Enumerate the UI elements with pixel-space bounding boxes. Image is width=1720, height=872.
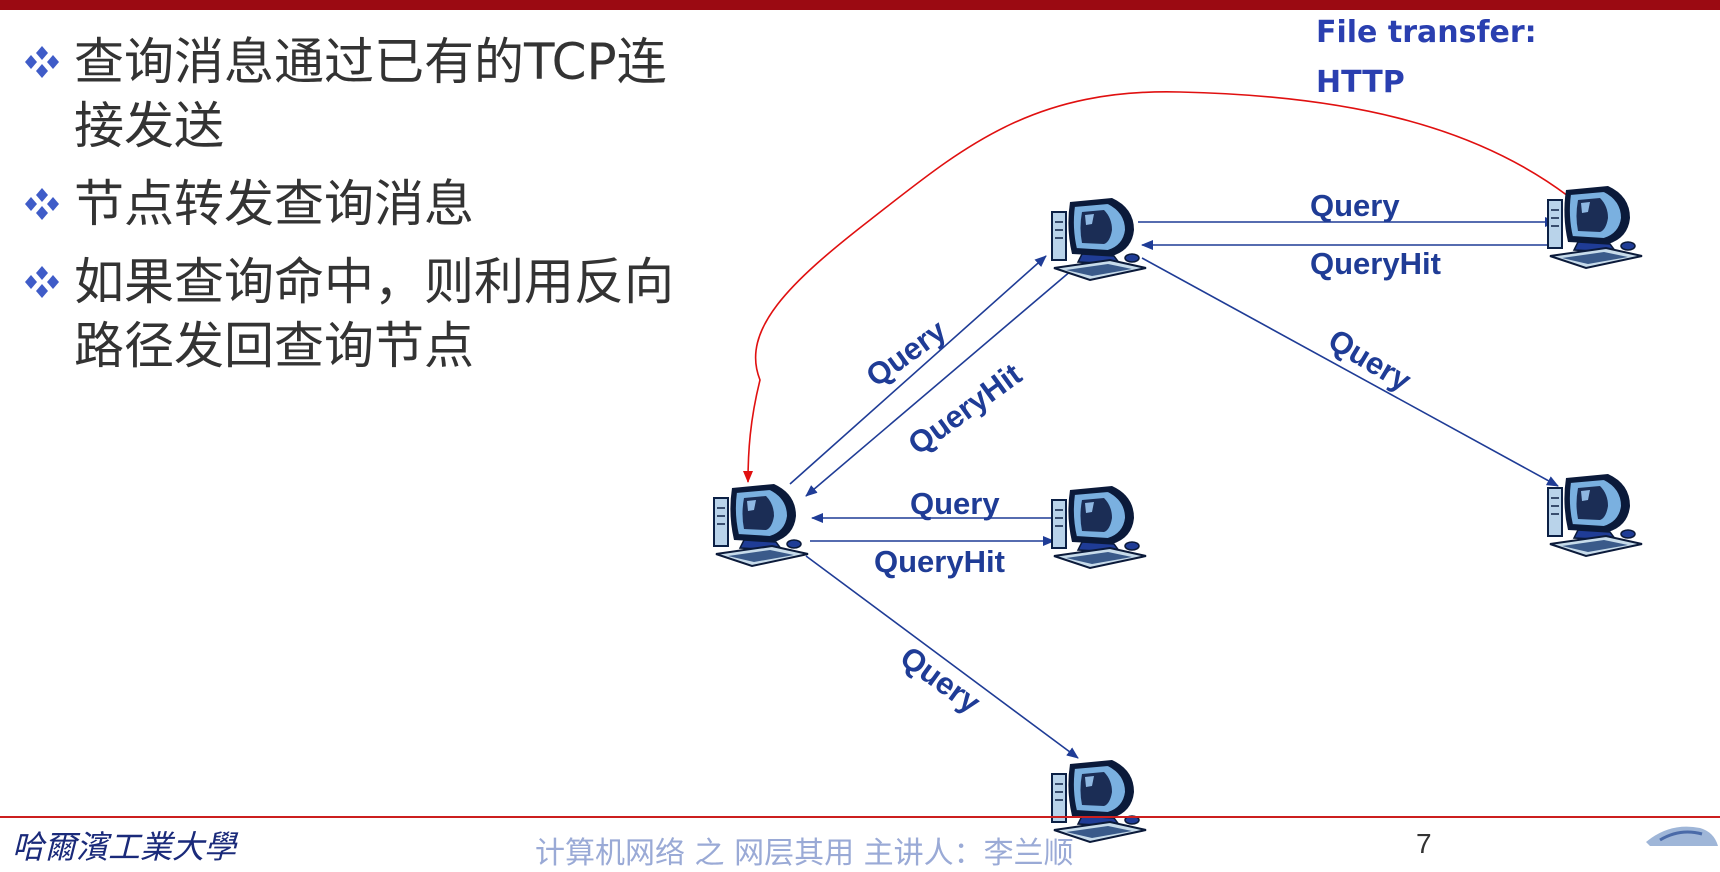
- bullet-item: 如果查询命中，则利用反向 路径发回查询节点: [22, 250, 722, 378]
- file-transfer-arrow: [743, 91, 1569, 483]
- label-mid-query: Query: [910, 486, 1000, 521]
- title-bar: [0, 0, 1720, 10]
- bullet-line: 如果查询命中，则利用反向: [74, 253, 674, 311]
- label-mid-queryhit: QueryHit: [874, 544, 1005, 579]
- bullet-line: 路径发回查询节点: [74, 317, 474, 375]
- edge-query-top-right: [1141, 257, 1559, 487]
- four-diamond-bullet-icon: [25, 266, 59, 298]
- footer-divider: [0, 816, 1720, 818]
- edge-query-left-bottom: [805, 555, 1079, 759]
- computer-icon-node-left: [713, 483, 809, 567]
- bullet-item: 查询消息通过已有的TCP连 接发送: [22, 30, 722, 158]
- label-top-queryhit: QueryHit: [1310, 246, 1441, 281]
- footer-course-title: 计算机网络 之 网层其用 主讲人：李兰顺: [535, 836, 1074, 871]
- page-number: 7: [1416, 828, 1432, 859]
- computer-icon-node-top: [1051, 197, 1147, 281]
- computer-icon-node-top-right: [1547, 185, 1643, 269]
- file-transfer-label: File transfer:: [1316, 15, 1537, 50]
- file-transfer-protocol-label: HTTP: [1316, 65, 1405, 100]
- four-diamond-bullet-icon: [25, 46, 59, 78]
- label-diag-query: Query: [860, 312, 954, 393]
- bullet-line: 查询消息通过已有的TCP连: [74, 33, 667, 91]
- label-diag-queryhit: QueryHit: [902, 356, 1028, 461]
- bullet-list: 查询消息通过已有的TCP连 接发送 节点转发查询消息 如果查询命中，则利用反向 …: [22, 30, 722, 392]
- corner-logo-icon: [1646, 826, 1718, 846]
- bullet-line: 接发送: [74, 97, 224, 155]
- university-logo: 哈爾濱工業大學: [12, 828, 237, 866]
- label-top-query: Query: [1310, 188, 1400, 223]
- edge-queryhit-top-left: [805, 269, 1073, 497]
- computer-icon-node-right: [1547, 473, 1643, 557]
- gnutella-query-diagram: Query QueryHit Query QueryHit Query Quer…: [713, 15, 1643, 843]
- bullet-item: 节点转发查询消息: [22, 172, 722, 236]
- four-diamond-bullet-icon: [25, 188, 59, 220]
- edge-query-left-top: [789, 255, 1047, 485]
- bullet-line: 节点转发查询消息: [74, 175, 474, 233]
- label-right-query: Query: [1322, 322, 1417, 399]
- computer-icon-node-middle: [1051, 485, 1147, 569]
